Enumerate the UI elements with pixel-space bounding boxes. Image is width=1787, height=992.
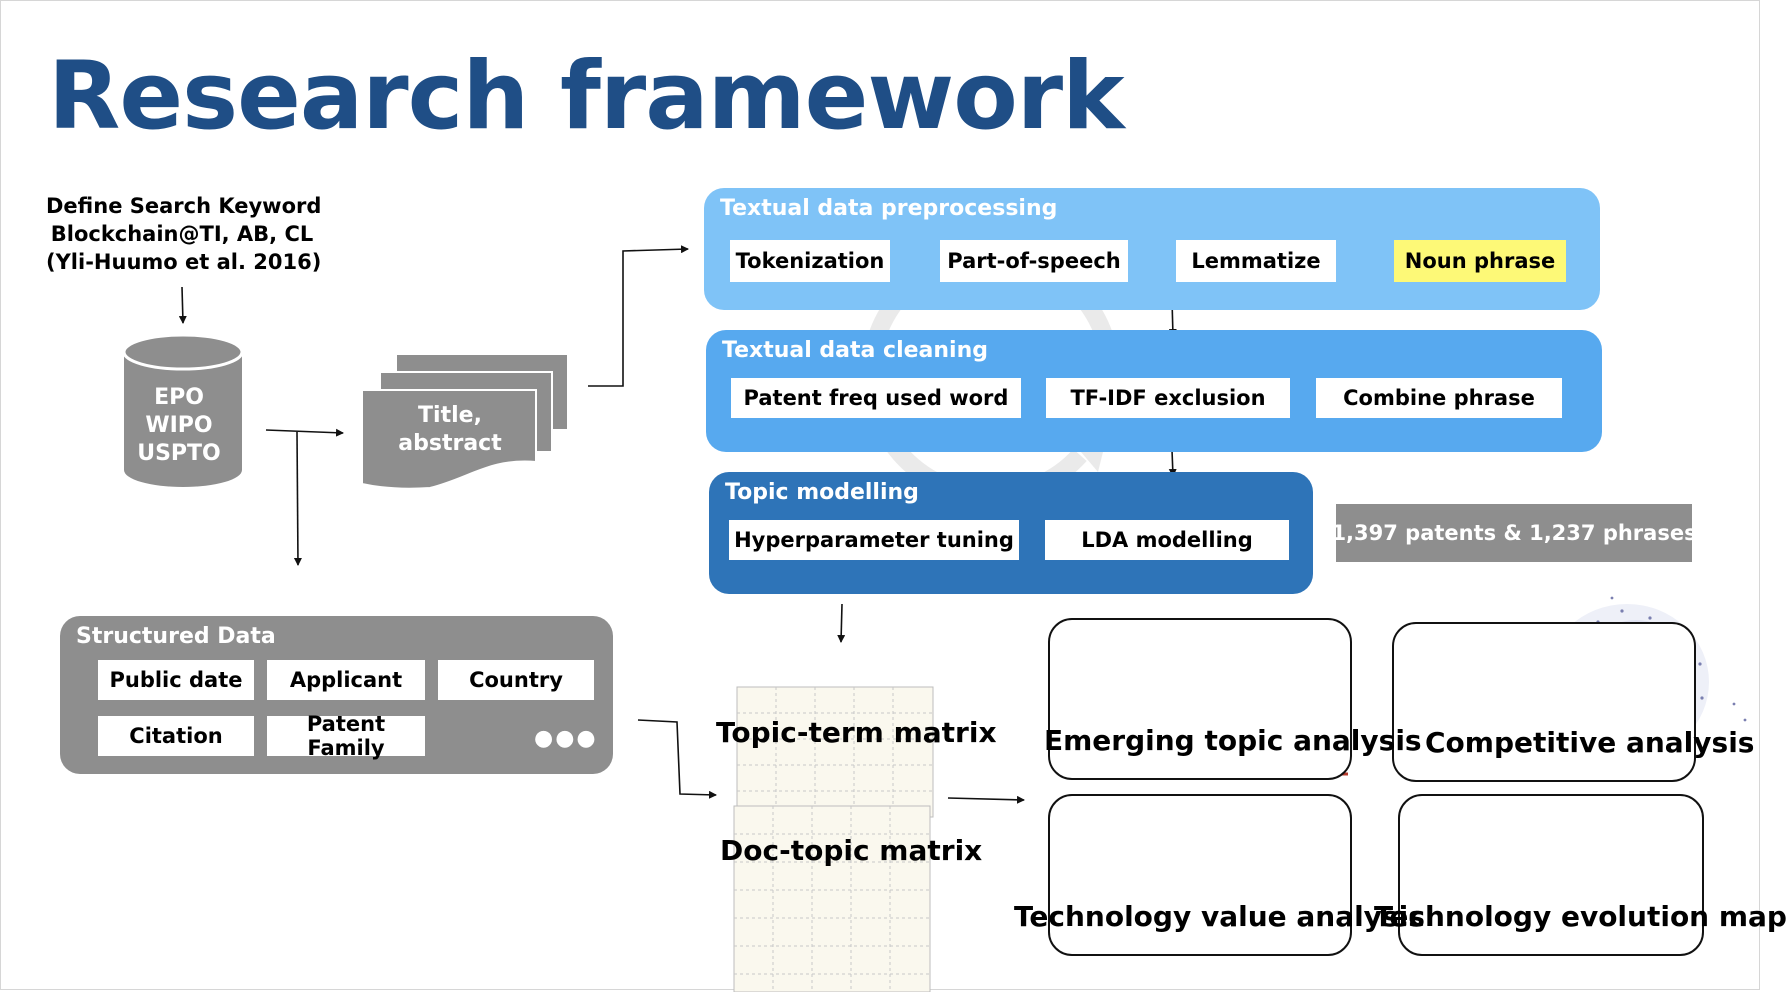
field-chip: Applicant [267,660,425,700]
arrow-keyword-to-database [178,286,187,324]
field-chip: Country [438,660,594,700]
document-label-line: abstract [398,431,502,456]
arrow-topic-to-matrix [837,603,846,643]
step-chip: Combine phrase [1316,378,1562,418]
field-chip: Public date [98,660,254,700]
topic-modelling-panel: Topic modelling Hyperparameter tuning LD… [709,472,1313,594]
field-chip-patent-family: Patent Family [267,712,425,760]
step-chip: LDA modelling [1045,520,1289,560]
step-chip: Patent freq used word [731,378,1021,418]
keyword-line: (Yli-Huumo et al. 2016) [46,250,322,274]
database-icon [122,333,244,487]
database-name: USPTO [137,441,221,466]
keyword-line: Define Search Keyword [46,194,322,218]
technology-value-card [1048,794,1352,956]
step-chip: TF-IDF exclusion [1046,378,1290,418]
technology-evolution-card [1398,794,1704,956]
step-chip: Part-of-speech [940,240,1128,282]
topic-term-matrix-icon [736,686,934,818]
preprocessing-panel: Textual data preprocessing Tokenization … [704,188,1600,310]
database-label: EPO WIPO USPTO [124,384,234,468]
analysis-label: Technology value analysis [1014,900,1425,933]
emerging-topic-card [1048,618,1352,780]
competitive-analysis-card [1392,622,1696,782]
arrow-database-to-documents [265,428,344,437]
step-chip: Tokenization [730,240,890,282]
field-chip-line: Patent [306,712,386,736]
analysis-label: Emerging topic analysis [1044,724,1422,757]
arrow-structured-to-matrix [637,719,717,799]
more-dots-icon: ●●● [534,726,598,751]
database-name: WIPO [145,413,213,438]
panel-title: Textual data cleaning [722,338,988,363]
doc-topic-matrix-icon [733,805,931,992]
dataset-summary-label: 1,397 patents & 1,237 phrases [1331,504,1697,562]
field-chip-line: Family [307,736,385,760]
panel-title: Topic modelling [725,480,919,505]
arrow-matrix-to-analyses [947,795,1025,804]
analysis-label: Technology evolution map [1374,900,1787,933]
document-label-line: Title, [418,403,482,428]
step-chip: Hyperparameter tuning [729,520,1019,560]
database-name: EPO [154,385,204,410]
structured-data-panel: Structured Data Public date Applicant Co… [60,616,613,774]
field-chip: Citation [98,716,254,756]
arrow-documents-to-preprocessing [588,245,689,387]
topic-term-matrix-label: Topic-term matrix [716,716,997,749]
document-label: Title, abstract [370,402,530,458]
step-chip-highlighted: Noun phrase [1394,240,1566,282]
arrow-cleaning-to-topic [1168,449,1177,477]
step-chip: Lemmatize [1176,240,1336,282]
keyword-line: Blockchain@TI, AB, CL [50,222,314,246]
arrow-database-to-structured [293,431,302,566]
doc-topic-matrix-label: Doc-topic matrix [720,834,983,867]
document-stack-icon [361,353,569,490]
panel-title: Structured Data [76,624,276,649]
panel-title: Textual data preprocessing [720,196,1058,221]
analysis-label: Competitive analysis [1425,726,1755,759]
page-title: Research framework [48,42,1125,151]
search-keyword-block: Define Search Keyword Blockchain@TI, AB,… [46,192,322,276]
cleaning-panel: Textual data cleaning Patent freq used w… [706,330,1602,452]
